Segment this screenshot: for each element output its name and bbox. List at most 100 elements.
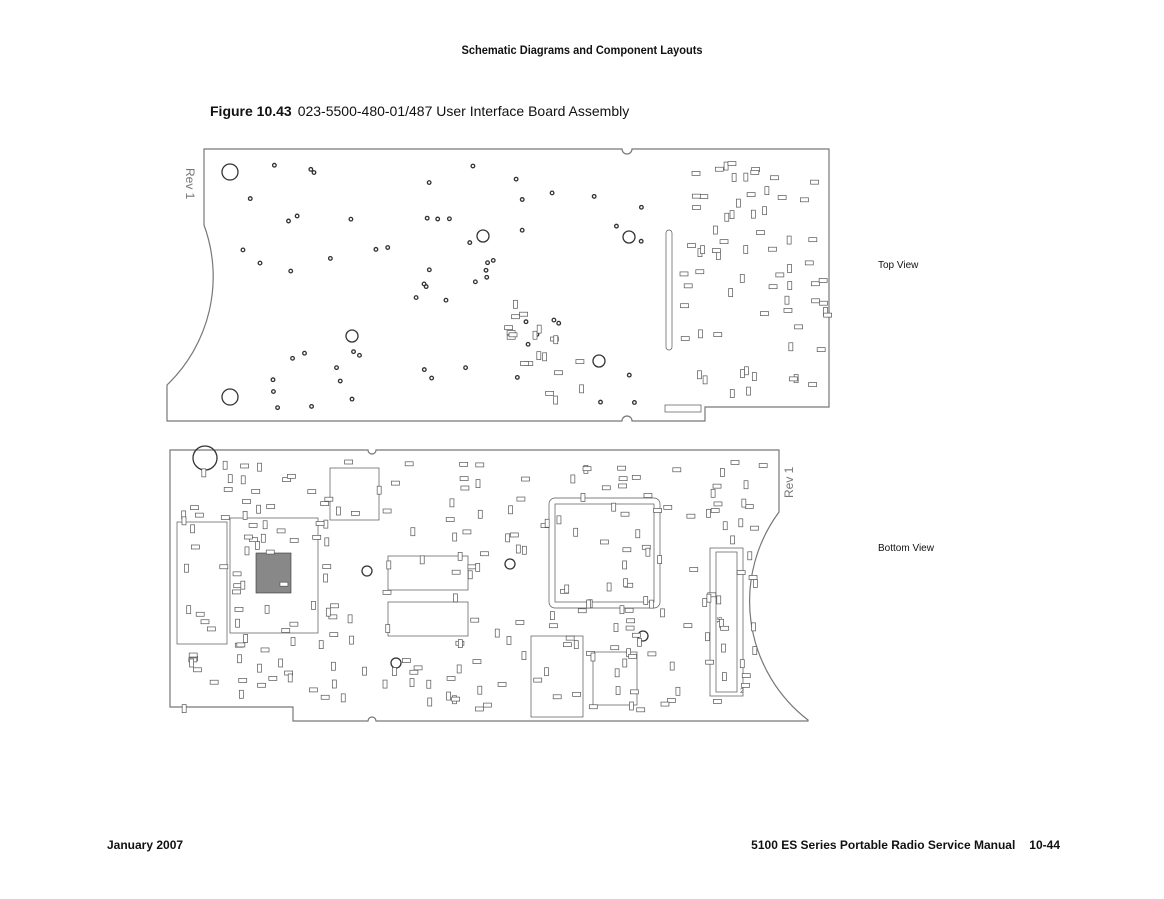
smd-component (382, 590, 392, 595)
smd-component (823, 312, 832, 318)
test-point (638, 238, 644, 244)
smd-component (736, 198, 741, 208)
smd-component (222, 460, 228, 470)
smd-component (722, 672, 727, 681)
mounting-hole (221, 388, 239, 406)
smd-component (669, 661, 675, 671)
smd-component (787, 264, 792, 273)
smd-component (322, 564, 332, 569)
smd-component (329, 632, 339, 637)
test-point (308, 166, 314, 172)
smd-component (347, 614, 353, 624)
smd-component (716, 595, 722, 605)
smd-component (309, 687, 318, 693)
smd-component (190, 524, 195, 534)
smd-component (748, 575, 758, 580)
smd-component (660, 701, 670, 707)
test-point (275, 405, 281, 411)
smd-component (740, 369, 745, 378)
footer-date: January 2007 (107, 838, 184, 852)
smd-component (744, 366, 749, 376)
smd-component (181, 704, 187, 713)
smd-component (691, 193, 701, 199)
smd-component (206, 626, 216, 632)
tooling-hole (592, 354, 606, 368)
smd-component (255, 540, 260, 550)
smd-component (710, 488, 716, 498)
test-point (591, 193, 597, 199)
figure-caption: 023-5500-480-01/487 User Interface Board… (297, 103, 630, 119)
test-point (413, 295, 419, 301)
display-connector (176, 521, 228, 645)
smd-component (622, 560, 627, 570)
smd-component (743, 480, 749, 490)
smd-component (515, 544, 521, 554)
smd-component (451, 569, 461, 575)
test-point (426, 180, 432, 185)
smd-component (477, 685, 483, 695)
smd-component (232, 589, 241, 595)
smd-component (349, 635, 354, 645)
smd-component (649, 599, 654, 609)
test-point (463, 365, 469, 371)
smd-component (744, 504, 754, 509)
j6-connector-pins (715, 551, 738, 693)
smd-component (588, 704, 598, 710)
smd-component (590, 652, 596, 662)
test-point (519, 227, 525, 233)
smd-component (687, 243, 696, 248)
smd-component (683, 623, 693, 628)
smd-component (741, 498, 747, 508)
smd-component (714, 166, 724, 172)
smd-component (675, 686, 681, 696)
tooling-hole (622, 230, 636, 244)
test-point (385, 245, 391, 250)
smd-component (477, 509, 483, 519)
smd-component (483, 702, 492, 708)
connector-slot (665, 229, 673, 351)
smd-component (741, 673, 751, 679)
smd-component (724, 212, 730, 222)
smd-component (312, 535, 322, 540)
smd-component (698, 329, 703, 339)
smd-component (248, 523, 258, 528)
smd-component (739, 659, 745, 669)
smd-component (705, 632, 710, 642)
smd-component (452, 532, 458, 542)
smd-component (276, 528, 286, 534)
test-point (337, 378, 343, 384)
smd-component (736, 570, 746, 575)
smd-component (386, 560, 392, 570)
smd-component (620, 511, 630, 517)
smd-component (459, 476, 469, 481)
connector-j1 (387, 601, 469, 637)
smd-component (220, 515, 230, 520)
smd-component (777, 195, 787, 200)
smd-component (553, 395, 558, 405)
smd-component (307, 489, 317, 494)
smd-component (804, 260, 814, 266)
smd-component (290, 637, 296, 646)
test-point (551, 317, 557, 323)
smd-component (622, 658, 628, 668)
smd-component (738, 518, 744, 528)
smd-component (549, 623, 558, 629)
smd-component (287, 473, 296, 479)
smd-component (713, 332, 723, 337)
smd-component (446, 676, 456, 681)
smd-component (460, 485, 470, 491)
figure-title: Figure 10.43 023-5500-480-01/487 User Int… (210, 103, 629, 119)
smd-component (751, 209, 756, 219)
smd-component (391, 480, 400, 486)
figure-number: Figure 10.43 (210, 103, 292, 119)
smd-component (816, 347, 826, 352)
ic-chip (255, 552, 292, 594)
smd-component (382, 679, 388, 689)
smd-component (328, 614, 338, 620)
smd-component (243, 634, 248, 643)
smd-component (351, 511, 360, 516)
smd-component (550, 611, 555, 620)
test-point (357, 352, 362, 358)
j6-pin-label: 2 (740, 688, 744, 695)
